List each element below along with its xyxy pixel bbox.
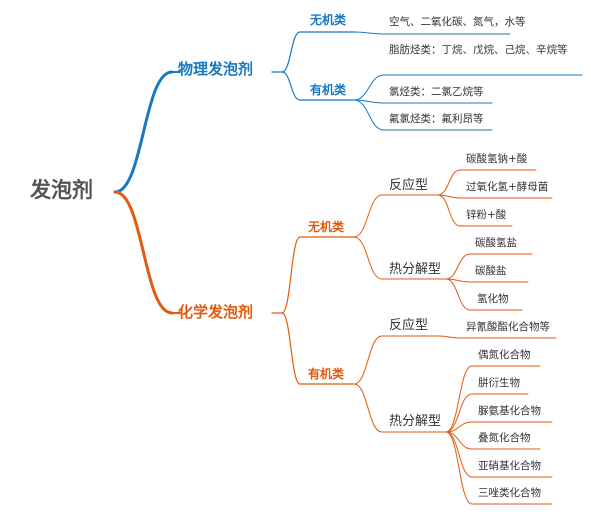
chemical-inorganic-thermal-leaf-1: 碳酸氢盐 <box>475 237 517 249</box>
physical-organic-node: 有机类 <box>310 83 347 97</box>
chemical-inorganic-reaction-leaf-3: 锌粉+酸 <box>466 209 507 221</box>
connector-root-physical <box>113 70 174 194</box>
connector-chemical-organic <box>281 312 301 385</box>
chemical-organic-reaction-node: 反应型 <box>389 318 429 333</box>
root-node: 发泡剂 <box>30 178 93 202</box>
physical-organic-leaf-1: 脂肪烃类：丁烷、戊烷、己烷、辛烷等 <box>389 44 568 56</box>
chemical-inorganic-reaction-node: 反应型 <box>389 178 429 193</box>
connector-physical-organic-leaf-3 <box>353 99 385 131</box>
chemical-inorganic-node: 无机类 <box>308 220 345 234</box>
connector-co-thermal <box>353 383 383 433</box>
connector-ci-thermal <box>353 236 383 280</box>
branch-physical-foaming-agent: 物理发泡剂 <box>178 60 254 78</box>
connector-co-thermal-leaf-2 <box>445 393 473 433</box>
chemical-inorganic-reaction-leaf-2: 过氧化氢+酵母菌 <box>466 181 549 193</box>
connector-ci-reaction-leaf-3 <box>437 194 461 227</box>
chemical-organic-thermal-leaf-1: 偶氮化合物 <box>478 349 531 361</box>
chemical-organic-thermal-leaf-2: 肼衍生物 <box>478 377 520 389</box>
connector-co-thermal-leaf-3 <box>445 421 473 433</box>
connector-co-reaction <box>353 335 383 385</box>
connector-ci-thermal-leaf-1 <box>445 253 471 280</box>
connector-physical-inorganic-leaf <box>353 31 385 35</box>
branch-chemical-foaming-agent: 化学发泡剂 <box>178 303 254 321</box>
connector-root-chemical <box>113 190 174 315</box>
connector-co-thermal-leaf-1 <box>445 365 473 433</box>
connector-physical-organic-leaf-1 <box>353 74 385 101</box>
connector-ci-reaction <box>353 194 383 238</box>
chemical-inorganic-thermal-leaf-2: 碳酸盐 <box>475 265 507 277</box>
chemical-organic-thermal-leaf-5: 亚硝基化合物 <box>478 460 541 472</box>
physical-organic-leaf-2: 氯烃类：二氯乙烷等 <box>389 86 484 98</box>
chemical-organic-thermal-leaf-6: 三唑类化合物 <box>478 487 541 499</box>
connector-chemical-inorganic <box>281 236 301 314</box>
connector-ci-thermal-leaf-3 <box>445 278 471 311</box>
connector-physical-organic <box>281 71 301 101</box>
chemical-organic-thermal-node: 热分解型 <box>389 414 442 429</box>
connector-ci-reaction-leaf-1 <box>437 169 461 196</box>
connector-co-thermal-leaf-6 <box>445 431 473 505</box>
physical-inorganic-node: 无机类 <box>310 13 347 27</box>
connector-physical-inorganic <box>281 31 301 73</box>
chemical-organic-node: 有机类 <box>308 367 345 381</box>
chemical-organic-thermal-leaf-3: 脲氨基化合物 <box>478 405 541 417</box>
chemical-organic-thermal-leaf-4: 叠氮化合物 <box>478 432 531 444</box>
physical-organic-leaf-3: 氟氯烃类：氟利昂等 <box>389 113 484 125</box>
physical-inorganic-leaf: 空气、二氧化碳、氮气，水等 <box>389 16 526 28</box>
chemical-inorganic-thermal-node: 热分解型 <box>389 262 442 277</box>
chemical-inorganic-thermal-leaf-3: 氢化物 <box>477 293 509 305</box>
connector-co-reaction-leaf-1 <box>437 335 461 339</box>
chemical-inorganic-reaction-leaf-1: 碳酸氢钠+酸 <box>466 153 528 165</box>
chemical-organic-reaction-leaf-1: 异氰酸酯化合物等 <box>466 321 550 333</box>
